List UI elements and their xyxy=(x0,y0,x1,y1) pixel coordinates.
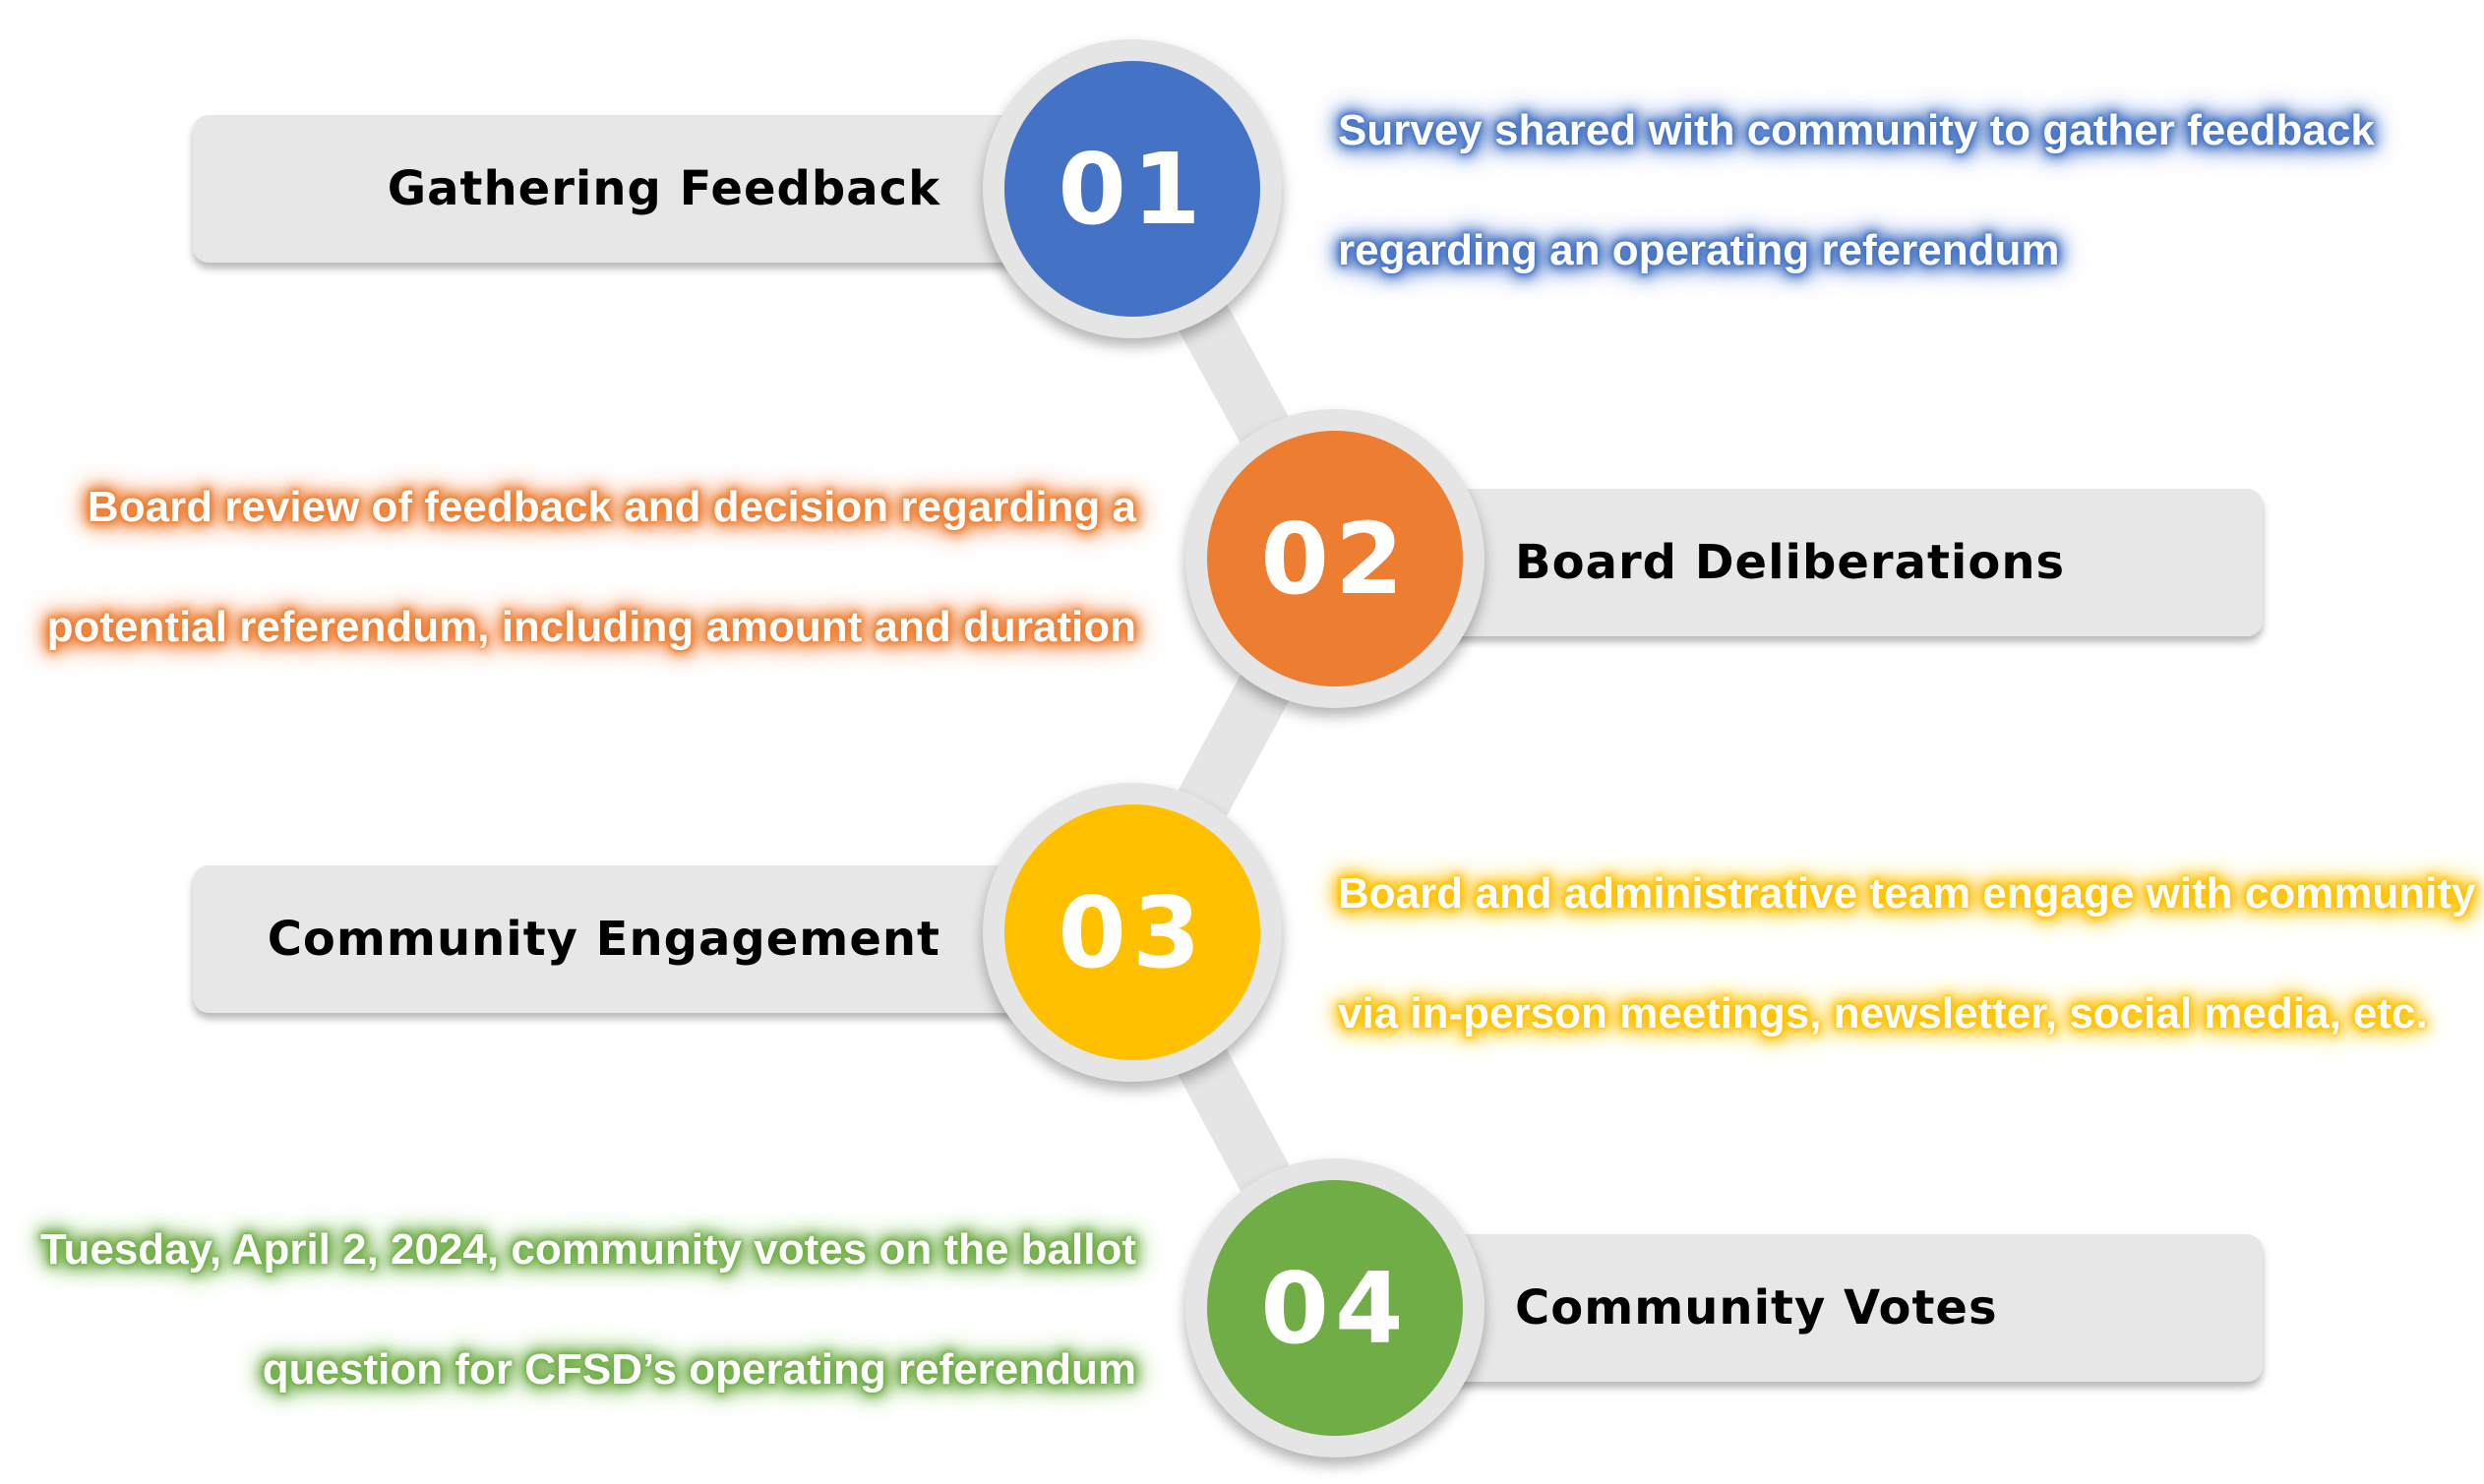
step-4-disc: 04 xyxy=(1207,1180,1463,1436)
step-2-title: Board Deliberations xyxy=(1515,535,2066,590)
step-3-description-line-2: via in-person meetings, newsletter, soci… xyxy=(1338,989,2428,1038)
step-3-description: Board and administrative team engage wit… xyxy=(1338,834,2475,1074)
step-2-description-line-2: potential referendum, including amount a… xyxy=(46,603,1136,651)
step-4-description-line-2: question for CFSD’s operating referendum xyxy=(262,1345,1136,1394)
step-2-number: 02 xyxy=(1260,501,1410,617)
step-2-marker: 02 xyxy=(1185,409,1484,708)
step-4-marker: 04 xyxy=(1185,1158,1484,1457)
step-3-bar: Community Engagement xyxy=(193,865,1059,1013)
step-1-description-line-2: regarding an operating referendum xyxy=(1338,226,2060,274)
step-1-marker: 01 xyxy=(983,39,1282,338)
step-1-bar: Gathering Feedback xyxy=(193,115,1059,263)
step-1-description: Survey shared with community to gather f… xyxy=(1338,71,2375,311)
step-2-description-line-1: Board review of feedback and decision re… xyxy=(87,483,1136,531)
step-4-description-line-1: Tuesday, April 2, 2024, community votes … xyxy=(39,1225,1136,1274)
step-2-disc: 02 xyxy=(1207,431,1463,686)
step-1-title: Gathering Feedback xyxy=(387,161,940,216)
step-3-marker: 03 xyxy=(983,783,1282,1082)
step-4-number: 04 xyxy=(1260,1250,1410,1366)
step-1-number: 01 xyxy=(1058,131,1207,247)
step-2-description: Board review of feedback and decision re… xyxy=(47,447,1136,687)
step-3-number: 03 xyxy=(1058,874,1207,990)
step-3-title: Community Engagement xyxy=(267,912,940,967)
step-4-bar: Community Votes xyxy=(1328,1234,2263,1382)
step-1-description-line-1: Survey shared with community to gather f… xyxy=(1338,106,2375,154)
step-4-description: Tuesday, April 2, 2024, community votes … xyxy=(40,1190,1136,1430)
step-4-title: Community Votes xyxy=(1515,1280,1998,1336)
step-3-disc: 03 xyxy=(1004,804,1260,1060)
step-1-disc: 01 xyxy=(1004,61,1260,317)
step-3-description-line-1: Board and administrative team engage wit… xyxy=(1338,869,2476,918)
